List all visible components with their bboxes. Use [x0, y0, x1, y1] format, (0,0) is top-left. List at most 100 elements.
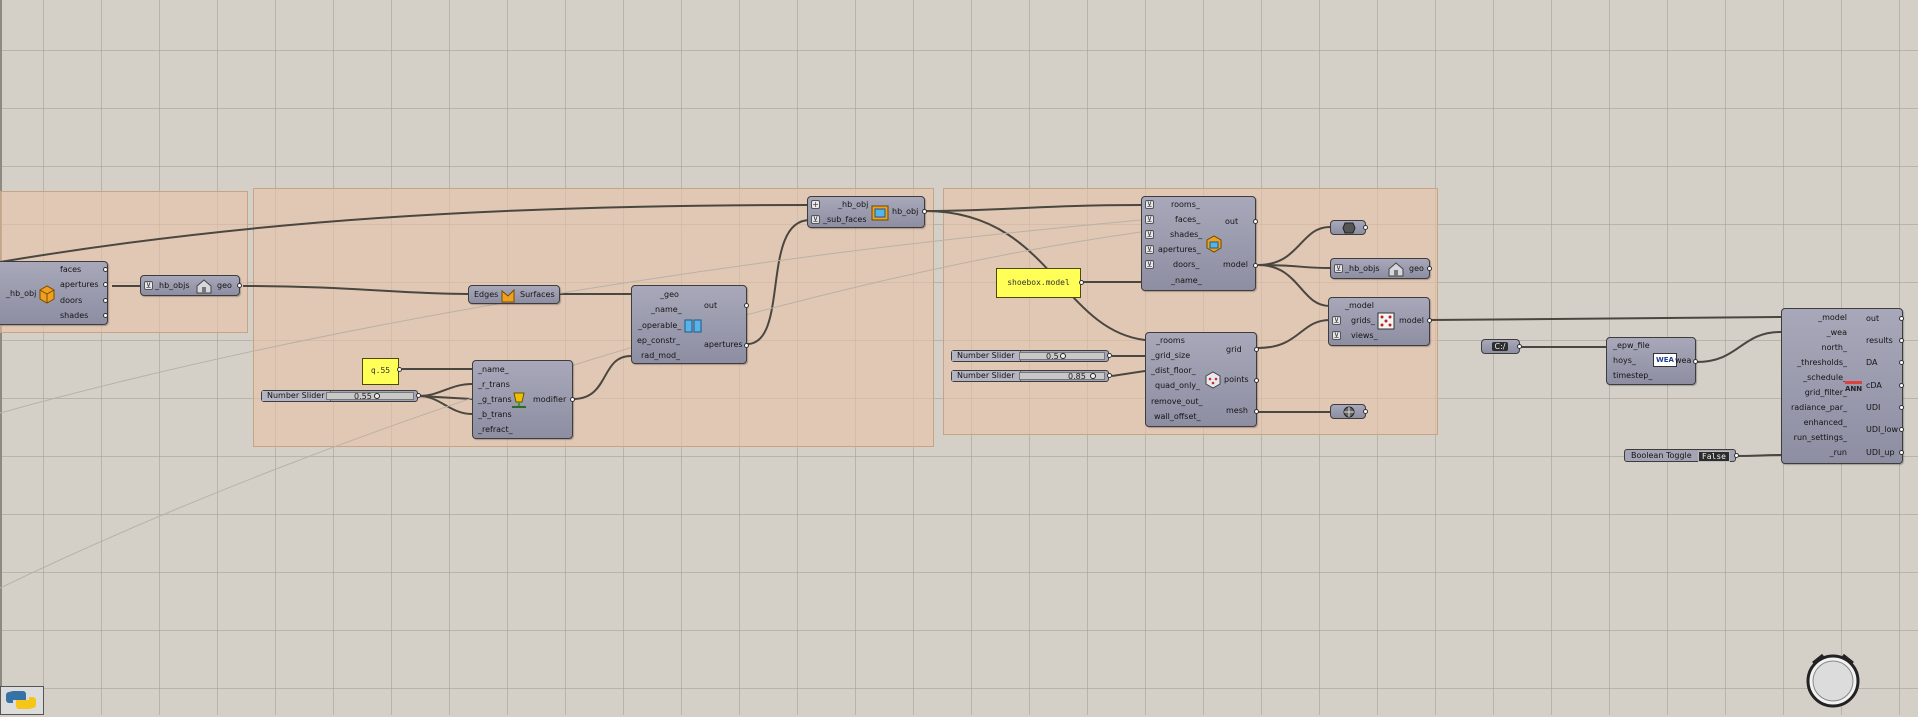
annual-daylight-component[interactable]: _model _wea north_ _thresholds_ _schedul… [1781, 308, 1904, 464]
toggle-value[interactable]: False [1697, 451, 1730, 462]
flatten-param-button[interactable]: ⊻ [811, 215, 820, 224]
port-out[interactable] [1899, 316, 1904, 321]
flatten-param-button[interactable]: ⊻ [1145, 215, 1154, 224]
flatten-param-button[interactable]: ⊻ [1145, 230, 1154, 239]
input-timestep-label: timestep_ [1613, 371, 1653, 380]
port-slider-dist-floor[interactable] [1107, 373, 1112, 378]
preview-mesh-component[interactable] [1330, 404, 1368, 419]
input-wea-label: _wea [1826, 328, 1847, 337]
port-apertures[interactable] [103, 282, 108, 287]
port-slider-g-trans[interactable] [416, 393, 421, 398]
port-preview[interactable] [1363, 225, 1368, 230]
boolean-toggle[interactable]: Boolean Toggle False [1624, 449, 1736, 462]
slider-track[interactable] [326, 392, 414, 400]
output-mesh-label: mesh [1226, 406, 1248, 415]
port-q55[interactable] [397, 367, 402, 372]
port-model[interactable] [1427, 318, 1432, 323]
port-modifier[interactable] [570, 397, 575, 402]
file-path-param[interactable]: C:/ [1481, 339, 1522, 354]
slider-knob[interactable] [1090, 373, 1096, 379]
port-hb-obj[interactable] [922, 209, 927, 214]
port-udi[interactable] [1899, 405, 1904, 410]
port-cda[interactable] [1899, 383, 1904, 388]
port-shoebox[interactable] [1079, 280, 1084, 285]
input-edges-label: Edges [474, 290, 499, 299]
port-geo[interactable] [1427, 266, 1432, 271]
port-toggle[interactable] [1734, 453, 1739, 458]
wire-model-sphere [1257, 226, 1331, 266]
port-model-model[interactable] [1253, 263, 1258, 268]
port-shades[interactable] [103, 313, 108, 318]
panel-shoebox-model[interactable]: shoebox.model [996, 268, 1081, 298]
wire-distfloor [1111, 370, 1146, 377]
flatten-param-button[interactable]: ⊻ [144, 281, 153, 290]
input-doors-label: doors_ [1173, 260, 1200, 269]
wire-geo-edges [242, 285, 469, 295]
input-run-label: _run [1829, 448, 1847, 457]
wea-component[interactable]: _epw_file hoys_ timestep_ WEA wea [1606, 337, 1698, 385]
slider-track[interactable] [1019, 372, 1105, 380]
input-rooms-label: rooms_ [1171, 200, 1200, 209]
port-model-out[interactable] [1253, 219, 1258, 224]
output-udi-label: UDI [1866, 403, 1881, 412]
wire-grid-grids [1257, 319, 1331, 349]
slider-grid-size[interactable]: Number Slider 0.5 [951, 350, 1109, 362]
port-path[interactable] [1517, 344, 1522, 349]
edges-surfaces-component[interactable]: Edges Surfaces [468, 285, 560, 304]
sensor-grid-component[interactable]: _rooms _grid_size _dist_floor_ quad_only… [1145, 332, 1259, 427]
model-component[interactable]: ⊻ ⊻ ⊻ ⊻ ⊻ rooms_ faces_ shades_ aperture… [1141, 196, 1258, 291]
output-apertures-label: apertures [704, 340, 743, 349]
slider-value: 0.55 [354, 392, 372, 401]
port-aperture-apertures[interactable] [744, 343, 749, 348]
flatten-param-button[interactable]: + [811, 200, 820, 209]
port-udi-low[interactable] [1899, 427, 1904, 432]
port-points[interactable] [1254, 378, 1259, 383]
output-model-label: model [1223, 260, 1248, 269]
port-mesh[interactable] [1254, 409, 1259, 414]
deconstruct-object-component[interactable]: _hb_obj faces apertures doors shades [0, 261, 108, 325]
port-grid[interactable] [1254, 347, 1259, 352]
flatten-param-button[interactable]: ⊻ [1145, 200, 1154, 209]
port-faces[interactable] [103, 267, 108, 272]
flatten-param-button[interactable]: ⊻ [1332, 316, 1341, 325]
aperture-component[interactable]: _geo _name_ _operable_ ep_constr_ rad_mo… [631, 285, 749, 364]
glass-modifier-component[interactable]: _name_ _r_trans _g_trans _b_trans _refra… [472, 360, 575, 439]
input-hoys-label: hoys_ [1613, 356, 1636, 365]
panel-q55[interactable]: q.55 [362, 358, 399, 385]
slider-g-trans[interactable]: Number Slider 0.55 [261, 390, 418, 402]
flatten-param-button[interactable]: ⊻ [1332, 331, 1341, 340]
group-apertures[interactable] [253, 188, 934, 447]
port-preview[interactable] [1363, 409, 1368, 414]
port-results[interactable] [1899, 338, 1904, 343]
add-subface-component[interactable]: + ⊻ _hb_obj _sub_faces hb_obj [807, 196, 927, 228]
preview-sphere-component[interactable] [1330, 220, 1368, 235]
port-doors[interactable] [103, 298, 108, 303]
wire-slider-btrans [418, 395, 473, 415]
add-grids-component[interactable]: _model ⊻ ⊻ grids_ views_ model [1328, 297, 1432, 346]
port-geo[interactable] [237, 283, 242, 288]
python-editor-button[interactable] [0, 686, 44, 715]
navigation-wheel-icon[interactable] [1803, 651, 1863, 709]
slider-value: 0.5 [1046, 352, 1059, 361]
slider-dist-floor[interactable]: Number Slider 0.85 [951, 370, 1109, 382]
port-wea[interactable] [1693, 359, 1698, 364]
port-udi-up[interactable] [1899, 450, 1904, 455]
flatten-param-button[interactable]: ⊻ [1145, 245, 1154, 254]
output-geo-label: geo [1409, 264, 1424, 273]
flatten-param-button[interactable]: ⊻ [1145, 260, 1154, 269]
input-shades-label: shades_ [1170, 230, 1203, 239]
input-hb-objs-label: _hb_objs [155, 281, 190, 290]
port-slider-grid-size[interactable] [1107, 353, 1112, 358]
port-da[interactable] [1899, 360, 1904, 365]
port-aperture-out[interactable] [744, 303, 749, 308]
visualize-geo-component-2[interactable]: ⊻ _hb_objs geo [1330, 258, 1432, 279]
slider-knob[interactable] [374, 393, 380, 399]
wire-model-addgrids [1257, 264, 1331, 307]
input-geo-label: _geo [660, 290, 679, 299]
slider-knob[interactable] [1060, 353, 1066, 359]
input-epw-file-label: _epw_file [1613, 341, 1650, 350]
flatten-param-button[interactable]: ⊻ [1334, 264, 1343, 273]
wea-icon: WEA [1653, 353, 1677, 367]
visualize-geo-component[interactable]: ⊻ _hb_objs geo [140, 275, 242, 296]
input-model-label: _model [1818, 313, 1847, 322]
